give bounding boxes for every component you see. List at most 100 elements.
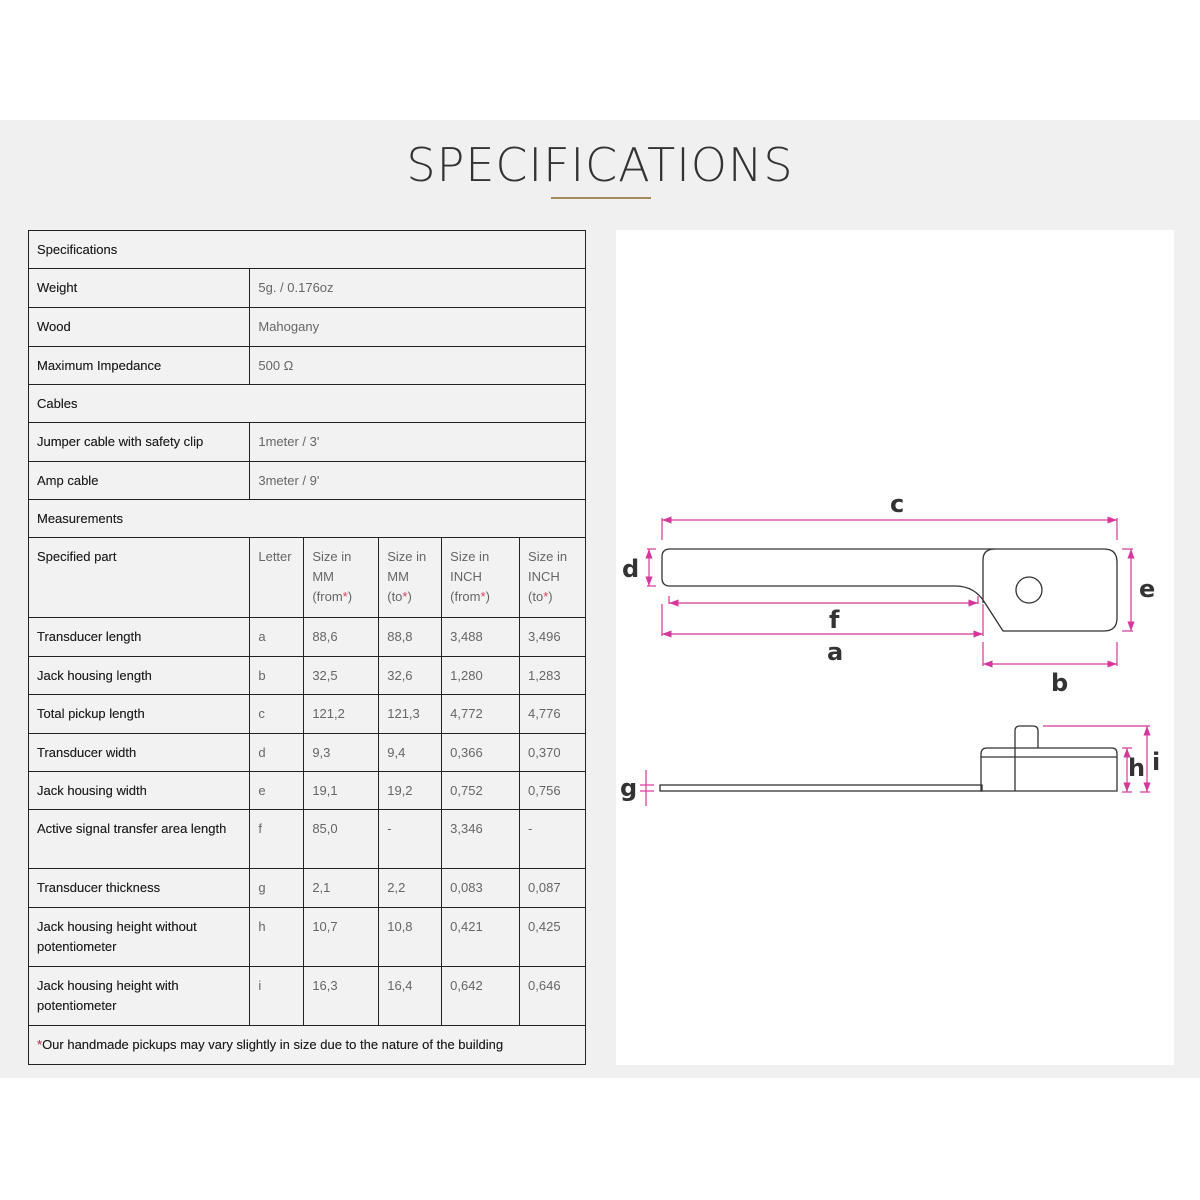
dimension-diagram-panel: c d e f a b g h i	[616, 230, 1174, 1065]
pickup-top-view	[661, 548, 1118, 632]
title-underline	[551, 197, 651, 199]
wood-label: Wood	[27, 307, 251, 347]
dimension-lines	[640, 516, 1151, 806]
cell-part: Active signal transfer area length	[27, 809, 251, 869]
footnote: *Our handmade pickups may vary slightly …	[28, 1025, 586, 1065]
section-header-row: Cables	[28, 384, 586, 423]
cell-mm-to: 2,2	[378, 868, 443, 908]
wood-value: Mahogany	[249, 307, 586, 347]
label-a: a	[827, 638, 843, 666]
cell-mm-to: -	[378, 809, 443, 869]
amp-label: Amp cable	[27, 461, 251, 500]
cell-in-from: 0,366	[441, 733, 521, 772]
section-header-row: Specifications	[28, 230, 586, 269]
cell-letter: i	[249, 966, 305, 1026]
cell-mm-from: 16,3	[303, 966, 380, 1026]
cell-mm-from: 9,3	[303, 733, 380, 772]
cell-in-to: -	[519, 809, 586, 869]
cell-in-to: 0,646	[519, 966, 586, 1026]
weight-label: Weight	[27, 268, 251, 308]
cell-part: Jack housing length	[27, 656, 251, 695]
cell-letter: e	[249, 771, 305, 810]
jack-hole	[1015, 576, 1043, 604]
cell-mm-from: 10,7	[303, 907, 380, 967]
cell-part: Transducer width	[27, 733, 251, 772]
pickup-side-view	[659, 725, 1118, 792]
cell-in-to: 0,087	[519, 868, 586, 908]
cell-mm-to: 32,6	[378, 656, 443, 695]
label-h: h	[1128, 754, 1145, 782]
cell-mm-from: 121,2	[303, 694, 380, 734]
cell-in-to: 0,756	[519, 771, 586, 810]
cell-in-to: 0,425	[519, 907, 586, 967]
cell-in-from: 3,488	[441, 617, 521, 657]
weight-value: 5g. / 0.176oz	[249, 268, 586, 308]
header-part: Specified part	[27, 537, 251, 618]
label-d: d	[622, 555, 639, 583]
cell-letter: g	[249, 868, 305, 908]
cell-letter: d	[249, 733, 305, 772]
cell-letter: h	[249, 907, 305, 967]
cell-in-from: 1,280	[441, 656, 521, 695]
potentiometer	[1014, 725, 1039, 748]
cell-letter: c	[249, 694, 305, 734]
cell-in-to: 4,776	[519, 694, 586, 734]
section-cables: Cables	[28, 384, 586, 423]
cell-mm-to: 121,3	[378, 694, 443, 734]
cell-part: Jack housing height without potentiomete…	[27, 907, 251, 967]
cell-part: Total pickup length	[27, 694, 251, 734]
cell-letter: a	[249, 617, 305, 657]
cell-part: Transducer length	[27, 617, 251, 657]
cell-mm-from: 19,1	[303, 771, 380, 810]
pickup-dimension-diagram: c d e f a b g h i	[620, 490, 1160, 806]
cell-mm-to: 16,4	[378, 966, 443, 1026]
cell-in-to: 3,496	[519, 617, 586, 657]
page-title: SPECIFICATIONS	[406, 138, 794, 192]
measurement-row: Jack housing height without potentiomete…	[27, 907, 586, 967]
footnote-row: *Our handmade pickups may vary slightly …	[28, 1025, 586, 1065]
label-g: g	[620, 774, 637, 802]
section-header-row: Measurements	[28, 499, 586, 538]
cell-in-from: 0,421	[441, 907, 521, 967]
label-c: c	[890, 490, 904, 518]
cell-in-from: 0,752	[441, 771, 521, 810]
cell-part: Jack housing height with potentiometer	[27, 966, 251, 1026]
cell-part: Jack housing width	[27, 771, 251, 810]
cell-mm-to: 88,8	[378, 617, 443, 657]
cell-in-from: 3,346	[441, 809, 521, 869]
cell-mm-from: 85,0	[303, 809, 380, 869]
cell-letter: b	[249, 656, 305, 695]
header-letter: Letter	[249, 537, 305, 618]
impedance-label: Maximum Impedance	[27, 346, 251, 385]
cell-mm-to: 19,2	[378, 771, 443, 810]
cell-part: Transducer thickness	[27, 868, 251, 908]
cell-mm-to: 9,4	[378, 733, 443, 772]
label-b: b	[1051, 669, 1068, 697]
cell-mm-from: 88,6	[303, 617, 380, 657]
section-measurements: Measurements	[28, 499, 586, 538]
cell-mm-from: 2,1	[303, 868, 380, 908]
cell-in-to: 1,283	[519, 656, 586, 695]
cell-mm-to: 10,8	[378, 907, 443, 967]
cell-in-from: 0,083	[441, 868, 521, 908]
cell-in-from: 4,772	[441, 694, 521, 734]
jumper-value: 1meter / 3'	[249, 422, 586, 462]
amp-value: 3meter / 9'	[249, 461, 586, 500]
label-f: f	[829, 606, 840, 634]
label-e: e	[1139, 575, 1155, 603]
